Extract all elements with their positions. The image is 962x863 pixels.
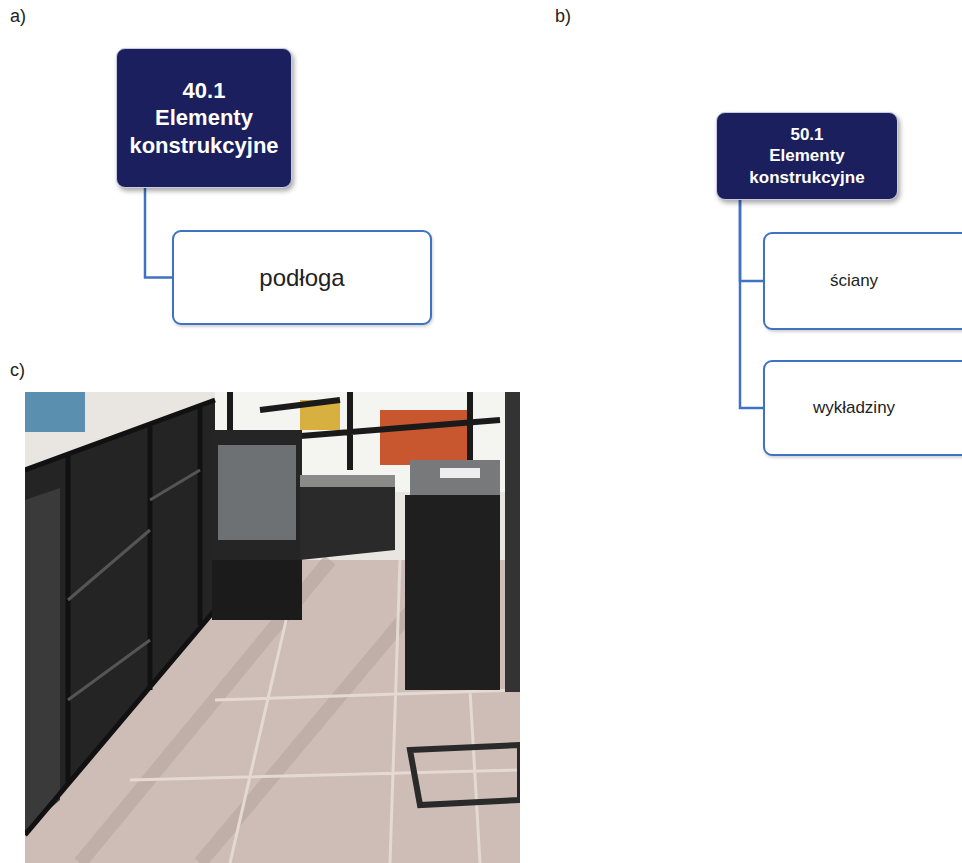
panel-letter: b) (555, 6, 571, 27)
left-cabinet-base (212, 560, 302, 620)
box-label: podłoga (259, 263, 344, 293)
side-fence (25, 400, 215, 835)
tree-connector (740, 200, 763, 281)
panel-letter: a) (10, 6, 26, 27)
red-machine (380, 410, 470, 465)
left-cabinet-top (218, 445, 296, 540)
item-box: ściany (763, 232, 962, 330)
left-cabinet (212, 430, 302, 620)
middle-cabinet-top (300, 475, 395, 487)
panel-letter: c) (10, 360, 25, 381)
right-cabinet-top (410, 460, 500, 500)
box-label: wykładziny (813, 397, 895, 418)
cabinet-slot (440, 468, 480, 478)
floor-plate (410, 745, 520, 805)
fence-braces (68, 470, 200, 700)
section-number: 50.1 (790, 124, 823, 145)
tree-connector (740, 200, 763, 408)
item-box: podłoga (172, 230, 432, 325)
box-label: Elementy konstrukcyjne (125, 104, 283, 159)
blue-object (25, 392, 85, 432)
tree-connector (145, 188, 172, 278)
right-post (505, 392, 520, 692)
right-cabinet (405, 495, 500, 690)
item-box: wykładziny (763, 360, 962, 456)
section-number: 40.1 (183, 77, 226, 105)
category-box: 40.1Elementy konstrukcyjne (116, 48, 292, 188)
photo-content (25, 392, 520, 863)
box-label: ściany (830, 270, 878, 291)
category-box: 50.1Elementy konstrukcyjne (716, 112, 898, 200)
fence-posts (25, 400, 215, 835)
box-label: Elementy konstrukcyjne (725, 145, 889, 188)
middle-cabinet (300, 487, 395, 560)
fence-panel (25, 488, 60, 830)
photo-background (25, 392, 520, 863)
